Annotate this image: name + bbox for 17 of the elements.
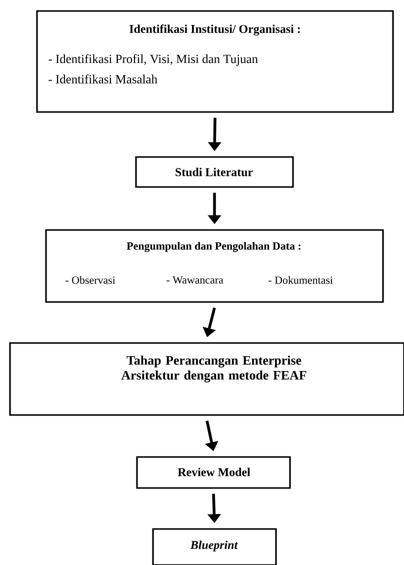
process-box <box>45 229 384 303</box>
box-heading: Review Model <box>178 468 250 476</box>
list-item: - Wawancara <box>166 276 224 284</box>
list-item: - Identifikasi Profil, Visi, Misi dan Tujuan <box>48 54 258 66</box>
box-heading: Studi Literatur <box>176 168 253 176</box>
box-heading: Blueprint <box>190 540 238 552</box>
process-box <box>152 528 277 565</box>
box-heading: Pengumpulan dan Pengolahan Data : <box>126 242 300 252</box>
process-box <box>135 156 294 188</box>
list-item: - Identifikasi Masalah <box>48 74 158 84</box>
list-item: - Observasi <box>66 276 116 284</box>
list-item: - Dokumentasi <box>268 276 333 284</box>
box-heading: Tahap Perancangan Enterprise Arsitektur dengan metode FEAF <box>121 356 306 382</box>
process-box <box>136 456 291 489</box>
process-box <box>9 342 404 416</box>
box-heading: Identifikasi Institusi/ Organisasi : <box>130 24 300 36</box>
process-box <box>36 10 394 113</box>
